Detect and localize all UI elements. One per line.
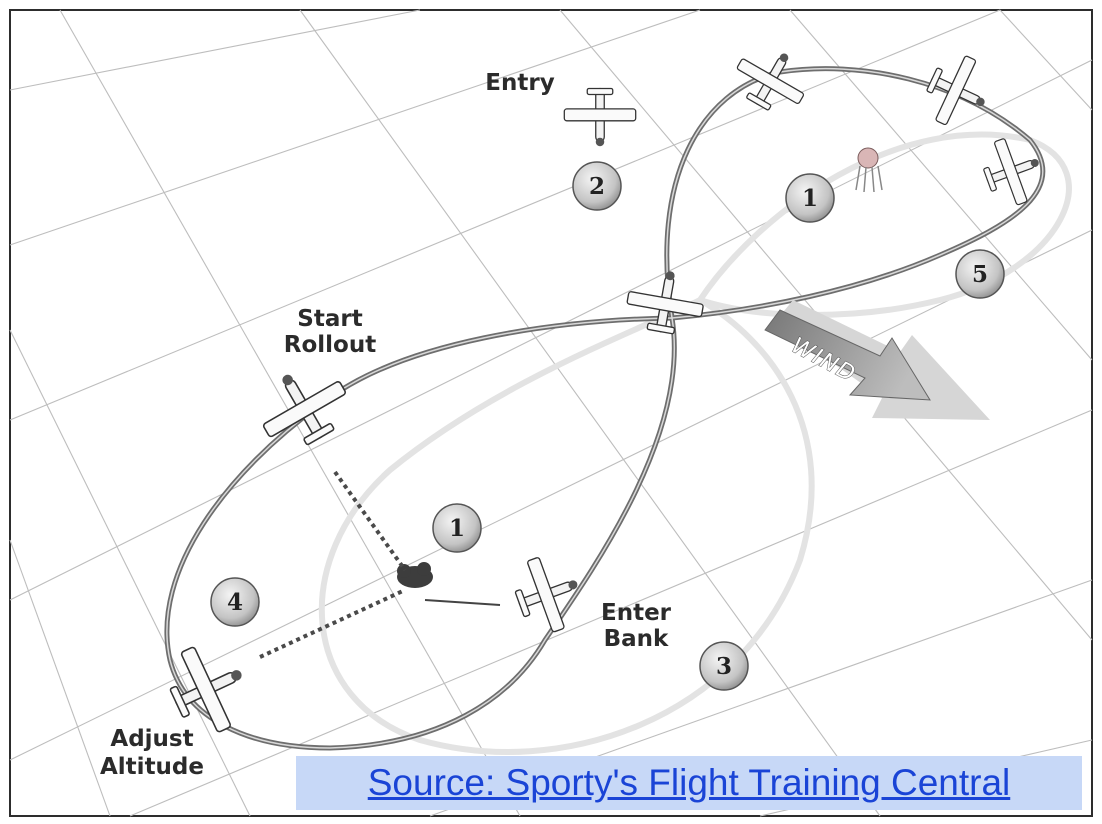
marker-1-lower: 1 <box>432 503 482 553</box>
svg-text:4: 4 <box>227 589 243 616</box>
wind-arrow <box>764 300 990 420</box>
source-banner: Source: Sporty's Flight Training Central <box>296 756 1082 810</box>
adjust-label: Adjust <box>110 726 193 752</box>
marker-4: 4 <box>210 577 260 627</box>
water-tower-icon <box>855 147 883 193</box>
svg-text:5: 5 <box>972 261 988 288</box>
altitude-label: Altitude <box>100 754 204 780</box>
start-label: Start <box>297 306 362 332</box>
reference-lines <box>259 470 407 659</box>
enter-label: Enter <box>601 600 672 626</box>
tree-icon <box>397 562 433 588</box>
entry-label: Entry <box>485 70 554 96</box>
svg-text:1: 1 <box>449 515 465 542</box>
marker-1-upper: 1 <box>785 173 835 223</box>
marker-2: 2 <box>572 161 622 211</box>
marker-5: 5 <box>955 249 1005 299</box>
svg-text:1: 1 <box>802 185 818 212</box>
source-link[interactable]: Source: Sporty's Flight Training Central <box>367 762 1011 803</box>
bank-label: Bank <box>604 626 669 652</box>
svg-text:3: 3 <box>716 653 732 680</box>
marker-3: 3 <box>699 641 749 691</box>
rollout-label: Rollout <box>284 332 376 358</box>
enter-bank-sight-line <box>424 599 501 606</box>
svg-text:2: 2 <box>589 173 605 200</box>
